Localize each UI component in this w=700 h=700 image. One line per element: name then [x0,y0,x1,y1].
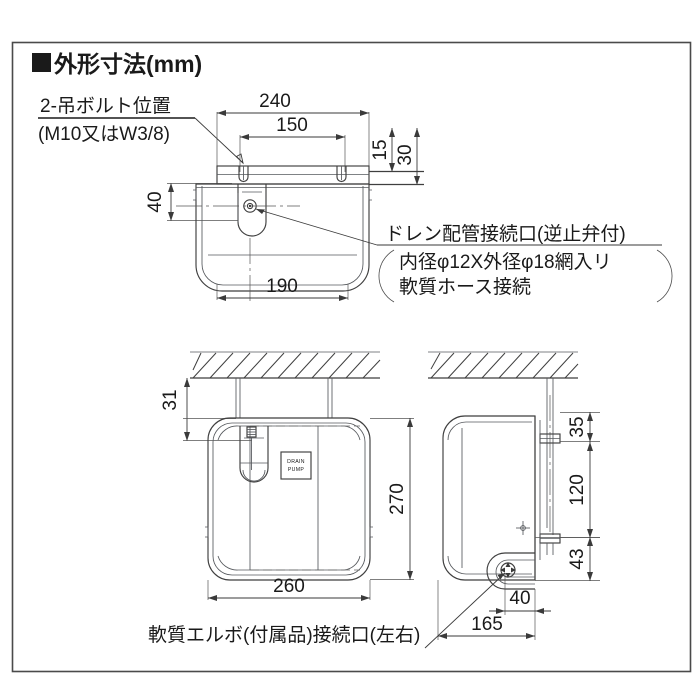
dim-190-value: 190 [266,276,298,297]
side-hanger-bolt [539,378,561,555]
dim-15-value: 15 [370,139,391,160]
drain-port-leader-arrow [256,209,265,214]
dim-15-arrow-top [389,128,395,137]
dim-165-arrow-right [526,633,535,639]
dim-30-arrow-top [414,128,420,137]
dim-35-arrow-top [587,412,593,421]
side-ceiling [428,351,579,379]
dim-165: 165 [437,580,536,640]
dim-190: 190 [216,276,349,301]
title-square-marker [32,53,51,72]
drain-port-paren-left [378,249,395,303]
dim-31-value: 31 [160,389,181,410]
elbow-caption-leader-line [424,572,506,649]
dim-43: 43 [535,537,600,581]
dim-270-arrow-bottom [407,571,413,580]
dim-165-value: 165 [471,614,503,635]
dim-40s-arrow-left [496,608,505,614]
drain-port-label-line3: 軟質ホース接続 [399,276,531,298]
dim-270: 270 [370,418,414,580]
drain-port-annotation: ドレン配管接続口(逆止弁付) 内径φ12X外径φ18網入リ 軟質ホース接続 [255,208,673,303]
dim-190-arrow-left [217,295,226,301]
elbow-caption-label: 軟質エルボ(付属品)接続口(左右) [148,624,420,646]
dim-43-value: 43 [567,548,588,569]
dim-31-arrow-bottom [184,432,190,441]
dim-260-arrow-left [208,595,217,601]
dim-165-arrow-left [438,633,447,639]
drain-pump-label-line1: DRAIN [287,459,305,465]
dim-270-arrow-top [407,418,413,427]
drain-port-paren-right [656,249,673,303]
front-unit-body: DRAIN PUMP [205,417,373,581]
drain-port-label-line1: ドレン配管接続口(逆止弁付) [385,223,626,245]
hanger-bolt-annotation: 2-吊ボルト位置 (M10又はW3/8) [38,95,244,165]
dim-40-side-view: 40 [489,573,551,615]
dim-15: 15 [370,128,395,172]
elbow-connection-annotation: 軟質エルボ(付属品)接続口(左右) [148,572,506,649]
dim-30-value: 30 [395,144,416,165]
dim-31: 31 [160,378,252,441]
dim-30-arrow-bottom [414,176,420,185]
view-top: 240 150 15 30 [145,91,424,305]
page-title: 外形寸法(mm) [53,51,202,77]
dim-190-arrow-right [339,295,348,301]
drain-port-label-line2: 内径φ12X外径φ18網入リ [399,251,612,273]
dim-270-value: 270 [387,483,408,515]
hanger-bolt-label-line2: (M10又はW3/8) [38,124,170,145]
dim-40t-value: 40 [145,191,166,212]
top-view-unit-body [176,183,372,305]
dim-43-arrow-top [587,537,593,546]
dim-260-value: 260 [273,576,305,597]
side-cross-marker [516,521,530,535]
hanger-bolt-leader-line [194,117,244,164]
dim-150-arrow-right [336,134,345,140]
dim-120-arrow-top [587,442,593,451]
dim-35-arrow-bottom [587,433,593,442]
dim-150-value: 150 [276,115,308,136]
elbow-caption-leader-arrow [497,573,505,580]
front-ceiling [190,351,381,379]
hanger-bolt-label-line1: 2-吊ボルト位置 [40,95,171,117]
dim-240-arrow-left [217,110,226,116]
dim-240-value: 240 [259,91,291,112]
dim-120: 120 [560,442,600,538]
dim-150-arrow-left [240,134,249,140]
dim-240: 240 [216,91,370,172]
dim-15-arrow-bottom [389,163,395,172]
dim-31-arrow-top [184,378,190,387]
dim-35: 35 [560,412,600,442]
dim-240-arrow-right [360,110,369,116]
dim-43-arrow-bottom [587,572,593,581]
dim-260: 260 [207,576,371,601]
dim-40t-arrow-bottom [168,212,174,221]
drain-pump-plate [280,451,312,480]
view-front: 31 [160,351,414,601]
drawing-frame [11,41,692,673]
dim-120-value: 120 [567,474,588,506]
dim-30: 30 [395,128,420,185]
dim-35-value: 35 [567,416,588,437]
view-side: 35 120 43 40 [428,351,600,640]
dim-40s-arrow-right [535,608,544,614]
dim-40t-arrow-top [168,183,174,192]
dim-120-arrow-bottom [587,529,593,538]
dim-260-arrow-right [361,595,370,601]
dim-40s-value: 40 [509,588,530,609]
drain-port-leader-line [255,208,378,246]
front-hanger-bolts [235,378,333,418]
side-unit-body [442,415,541,590]
drain-pump-label-line2: PUMP [288,467,304,473]
